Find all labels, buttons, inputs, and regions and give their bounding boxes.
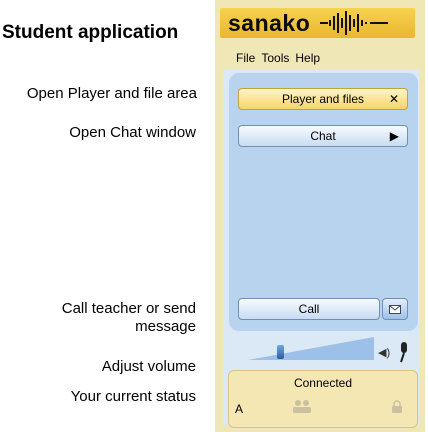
annotation-player: Open Player and file area	[26, 85, 197, 102]
page-heading: Student application	[2, 22, 179, 43]
menu-bar: File Tools Help	[236, 51, 326, 65]
status-panel	[228, 370, 418, 428]
status-group: A	[235, 402, 244, 416]
volume-slider[interactable]	[248, 337, 374, 361]
status-text: Connected	[293, 376, 353, 390]
envelope-icon	[389, 304, 401, 314]
close-icon[interactable]: ✕	[388, 92, 399, 106]
chat-button[interactable]: Chat ▶	[238, 125, 408, 147]
chat-label: Chat	[310, 129, 336, 143]
speaker-icon[interactable]: ◀)	[378, 347, 391, 359]
call-label: Call	[298, 302, 320, 316]
control-area	[229, 73, 418, 331]
call-button[interactable]: Call	[238, 298, 380, 320]
player-and-files-button[interactable]: Player and files ✕	[238, 88, 408, 110]
annotation-volume: Adjust volume	[101, 358, 196, 375]
soundwave-icon	[320, 11, 388, 35]
chevron-right-icon: ▶	[389, 129, 399, 143]
player-and-files-label: Player and files	[281, 92, 365, 106]
microphone-icon[interactable]	[397, 341, 411, 363]
people-icon	[293, 400, 311, 413]
sanako-logo: sanako	[228, 10, 311, 36]
annotation-status: Your current status	[70, 388, 196, 405]
lock-icon	[392, 400, 402, 413]
send-message-button[interactable]	[382, 298, 408, 320]
annotation-chat: Open Chat window	[69, 124, 196, 141]
volume-thumb[interactable]	[276, 345, 284, 359]
annotation-call: Call teacher or send message	[61, 300, 196, 335]
menu-file[interactable]: File	[236, 51, 256, 65]
menu-help[interactable]: Help	[295, 51, 321, 65]
menu-tools[interactable]: Tools	[261, 51, 290, 65]
